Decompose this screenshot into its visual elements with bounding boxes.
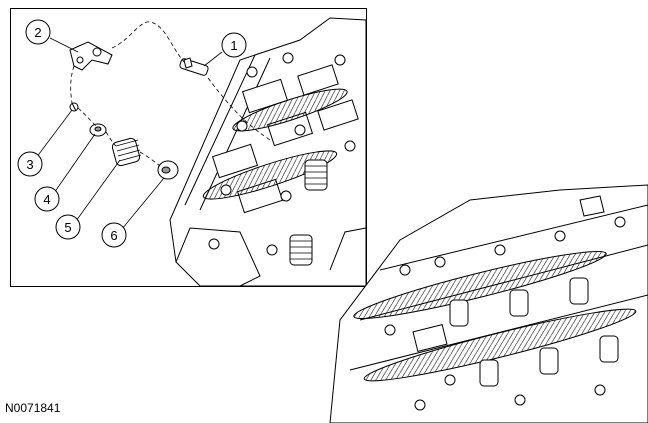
callout-6-circle (101, 222, 127, 248)
callout-4-circle (34, 186, 60, 212)
callout-1-label: 1 (230, 38, 237, 53)
callout-3-circle (17, 151, 43, 177)
callout-3-label: 3 (26, 157, 33, 172)
spring-retainer-part (89, 123, 107, 137)
callout-2-label: 2 (34, 25, 41, 40)
callout-5-label: 5 (64, 220, 71, 235)
callout-leaders (35, 37, 223, 230)
valve-stem-seal-part (157, 160, 179, 180)
figure-id: N0071841 (5, 401, 61, 415)
cylinder-head-detail (169, 17, 367, 287)
callout-6-label: 6 (110, 228, 117, 243)
engine-overview (329, 184, 648, 423)
callout-5-circle (55, 214, 81, 240)
callout-4-label: 4 (43, 192, 50, 207)
valve-spring-part (111, 137, 142, 167)
callout-1-circle (221, 32, 247, 58)
lash-adjuster-part (179, 57, 209, 76)
callout-2-circle (25, 19, 51, 45)
valve-keepers-part (69, 102, 79, 112)
roller-follower-part (69, 41, 113, 71)
